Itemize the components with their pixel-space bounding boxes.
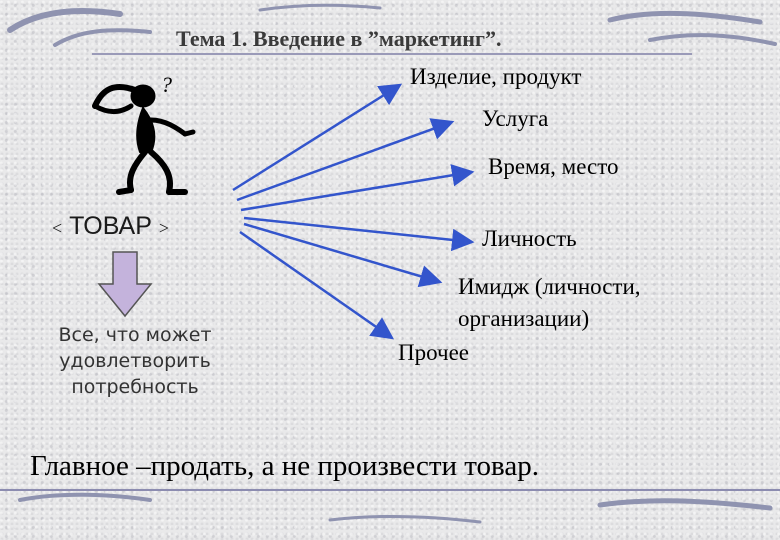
tovar-description: Все, что может удовлетворить потребность <box>30 322 240 400</box>
arrow-to-image <box>243 222 443 288</box>
page-title: Тема 1. Введение в ”маркетинг”. <box>176 26 502 51</box>
thinking-figure-icon: ? <box>92 72 196 195</box>
item-other: Прочее <box>398 340 469 365</box>
tovar-right-bracket: > <box>158 218 170 238</box>
item-service: Услуга <box>482 106 549 131</box>
bottom-divider <box>0 489 780 491</box>
item-image-line2: организации) <box>458 306 590 331</box>
title-underline <box>92 53 692 55</box>
description-line: удовлетворить <box>59 350 211 372</box>
item-image-line1: Имидж (личности, <box>458 274 641 299</box>
arrow-to-other <box>239 230 395 340</box>
item-time-place: Время, место <box>488 154 619 179</box>
tovar-left-bracket: < <box>52 218 63 238</box>
tovar-label: < ТОВАР > <box>52 212 169 241</box>
item-product: Изделие, продукт <box>410 64 582 89</box>
arrow-to-product <box>232 83 403 192</box>
description-line: потребность <box>71 376 199 398</box>
description-line: Все, что может <box>58 324 212 346</box>
arrow-to-time-place <box>240 164 475 212</box>
tovar-text: ТОВАР <box>69 212 152 240</box>
main-statement: Главное –продать, а не произвести товар. <box>30 450 539 482</box>
item-personality: Личность <box>482 226 577 251</box>
arrow-to-personality <box>243 216 475 252</box>
question-mark: ? <box>161 72 172 97</box>
arrow-to-service <box>236 118 455 202</box>
down-arrow-icon <box>97 251 153 318</box>
